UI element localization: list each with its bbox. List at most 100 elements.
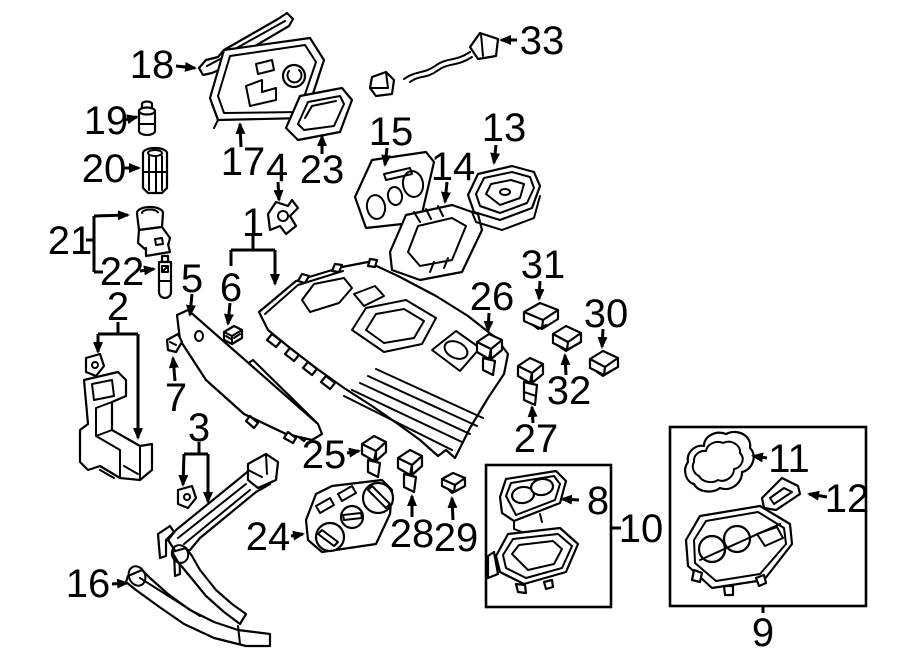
callout-17-label[interactable]: 17	[221, 140, 266, 184]
callout-25-leader	[346, 447, 361, 458]
callout-6[interactable]: 6	[220, 266, 242, 326]
kit-box-9	[668, 425, 868, 608]
callout-31[interactable]: 31	[521, 243, 566, 301]
callout-30-label[interactable]: 30	[584, 292, 629, 336]
part-clip-7	[165, 332, 184, 354]
callout-25-label[interactable]: 25	[302, 433, 347, 477]
callout-3[interactable]: 3	[178, 406, 213, 504]
callout-12[interactable]: 12	[807, 477, 870, 521]
callout-20-label[interactable]: 20	[82, 147, 127, 191]
callout-24-label[interactable]: 24	[246, 515, 291, 559]
part-storage-tray	[486, 526, 580, 595]
callout-21-label[interactable]: 21	[48, 219, 93, 263]
callout-22[interactable]: 22	[100, 250, 156, 294]
callout-19-label[interactable]: 19	[84, 99, 129, 143]
callout-11-label[interactable]: 11	[768, 437, 810, 481]
callout-26[interactable]: 26	[470, 275, 515, 333]
callout-27[interactable]: 27	[514, 405, 559, 461]
callout-14-label[interactable]: 14	[431, 145, 476, 189]
callout-20[interactable]: 20	[82, 147, 141, 191]
callout-23-label[interactable]: 23	[300, 148, 345, 192]
callout-17-leader	[235, 122, 246, 148]
callout-8-label[interactable]: 8	[587, 479, 609, 523]
callout-2[interactable]: 2	[93, 285, 143, 440]
callout-6-leader	[223, 302, 234, 326]
callout-18-label[interactable]: 18	[130, 43, 175, 87]
callout-23[interactable]: 23	[300, 134, 345, 192]
callout-2-bracket	[98, 322, 138, 336]
callout-16-label[interactable]: 16	[66, 562, 111, 606]
callout-4-label[interactable]: 4	[266, 146, 288, 190]
callout-16-leader	[111, 578, 129, 589]
callout-32-label[interactable]: 32	[547, 369, 592, 413]
callout-27-leader	[527, 405, 538, 424]
callout-32-leader	[560, 353, 571, 376]
callout-12-leader	[807, 490, 828, 501]
callout-19[interactable]: 19	[84, 99, 139, 143]
part-wiring-harness	[368, 31, 500, 98]
callout-21-bracket	[86, 216, 103, 274]
callout-27-label[interactable]: 27	[514, 417, 559, 461]
part-ashtray-insert	[284, 86, 354, 142]
callout-28[interactable]: 28	[390, 494, 435, 556]
callout-18[interactable]: 18	[130, 43, 197, 87]
callout-4[interactable]: 4	[266, 146, 288, 202]
callout-1[interactable]: 1	[229, 201, 280, 286]
callout-30-leader	[597, 328, 608, 349]
callout-8-leader	[560, 494, 580, 505]
callout-5-label[interactable]: 5	[181, 257, 203, 301]
callout-31-leader	[534, 280, 545, 301]
callout-9[interactable]: 9	[752, 606, 774, 655]
callout-8[interactable]: 8	[560, 479, 609, 523]
callout-10[interactable]: 10	[611, 507, 663, 551]
callout-7-leader	[168, 356, 179, 382]
callout-30[interactable]: 30	[584, 292, 629, 349]
callout-3-leader-a	[178, 453, 189, 487]
part-storage-bin	[466, 164, 542, 231]
part-connector-30	[588, 349, 620, 377]
part-lighter-socket	[141, 146, 169, 195]
callout-7[interactable]: 7	[165, 356, 187, 420]
callout-17[interactable]: 17	[221, 122, 266, 184]
callout-6-label[interactable]: 6	[220, 266, 242, 310]
callout-29[interactable]: 29	[434, 496, 479, 560]
callout-2-label[interactable]: 2	[107, 285, 129, 329]
callout-7-label[interactable]: 7	[165, 376, 187, 420]
part-connector-31	[522, 301, 560, 331]
callout-18-leader	[175, 61, 197, 72]
callout-21[interactable]: 21	[48, 210, 130, 274]
part-climate-control	[304, 478, 395, 554]
callout-13-label[interactable]: 13	[482, 106, 527, 150]
callout-14[interactable]: 14	[431, 145, 476, 204]
callout-1-label[interactable]: 1	[242, 201, 264, 245]
callout-21-leader	[93, 210, 130, 221]
part-rubber-insert	[760, 476, 802, 512]
callout-12-label[interactable]: 12	[825, 477, 870, 521]
callout-28-label[interactable]: 28	[390, 512, 435, 556]
callout-11[interactable]: 11	[751, 437, 810, 481]
callout-9-label[interactable]: 9	[752, 611, 774, 655]
callout-5[interactable]: 5	[181, 257, 203, 317]
part-small-bracket	[266, 198, 300, 236]
part-switch-26	[475, 332, 504, 377]
callout-22-label[interactable]: 22	[100, 250, 145, 294]
callout-31-label[interactable]: 31	[521, 243, 566, 287]
callout-16[interactable]: 16	[66, 562, 129, 606]
callout-33-label[interactable]: 33	[520, 19, 565, 63]
callout-26-label[interactable]: 26	[470, 275, 515, 319]
callout-33[interactable]: 33	[499, 19, 565, 63]
part-switch-25	[360, 434, 388, 479]
callout-25[interactable]: 25	[302, 433, 361, 477]
callout-22-leader	[139, 265, 156, 276]
callout-3-label[interactable]: 3	[188, 406, 210, 450]
part-cap-clip-29	[440, 471, 467, 494]
callout-15[interactable]: 15	[369, 110, 414, 167]
callout-10-label[interactable]: 10	[619, 507, 664, 551]
callout-3-bracket	[184, 442, 208, 456]
callout-29-label[interactable]: 29	[434, 516, 479, 560]
callout-32[interactable]: 32	[547, 353, 592, 413]
callout-15-label[interactable]: 15	[369, 110, 414, 154]
callout-13[interactable]: 13	[482, 106, 527, 165]
callout-24[interactable]: 24	[246, 515, 305, 559]
